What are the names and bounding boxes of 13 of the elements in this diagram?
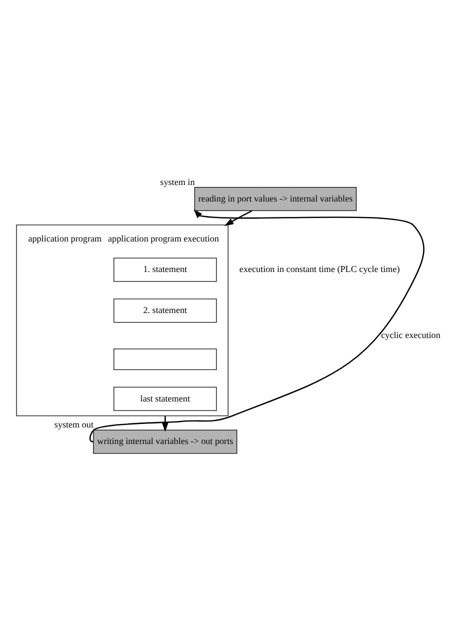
node-box: 2. statement	[114, 298, 217, 322]
node-box	[114, 348, 217, 370]
node-box: writing internal variables -> out ports	[93, 429, 238, 454]
node-box: reading in port values -> internal variables	[194, 186, 357, 211]
node-box: last statement	[114, 386, 217, 410]
node-label: system out	[54, 419, 94, 430]
node-label: system in	[160, 176, 195, 186]
node-label: application program	[28, 233, 102, 244]
edge-label: cyclic execution	[381, 330, 440, 340]
arrow	[224, 210, 252, 226]
label: execution in constant time (PLC cycle time)	[239, 264, 400, 274]
arrow	[90, 208, 424, 442]
node-box: 1. statement	[114, 257, 217, 282]
